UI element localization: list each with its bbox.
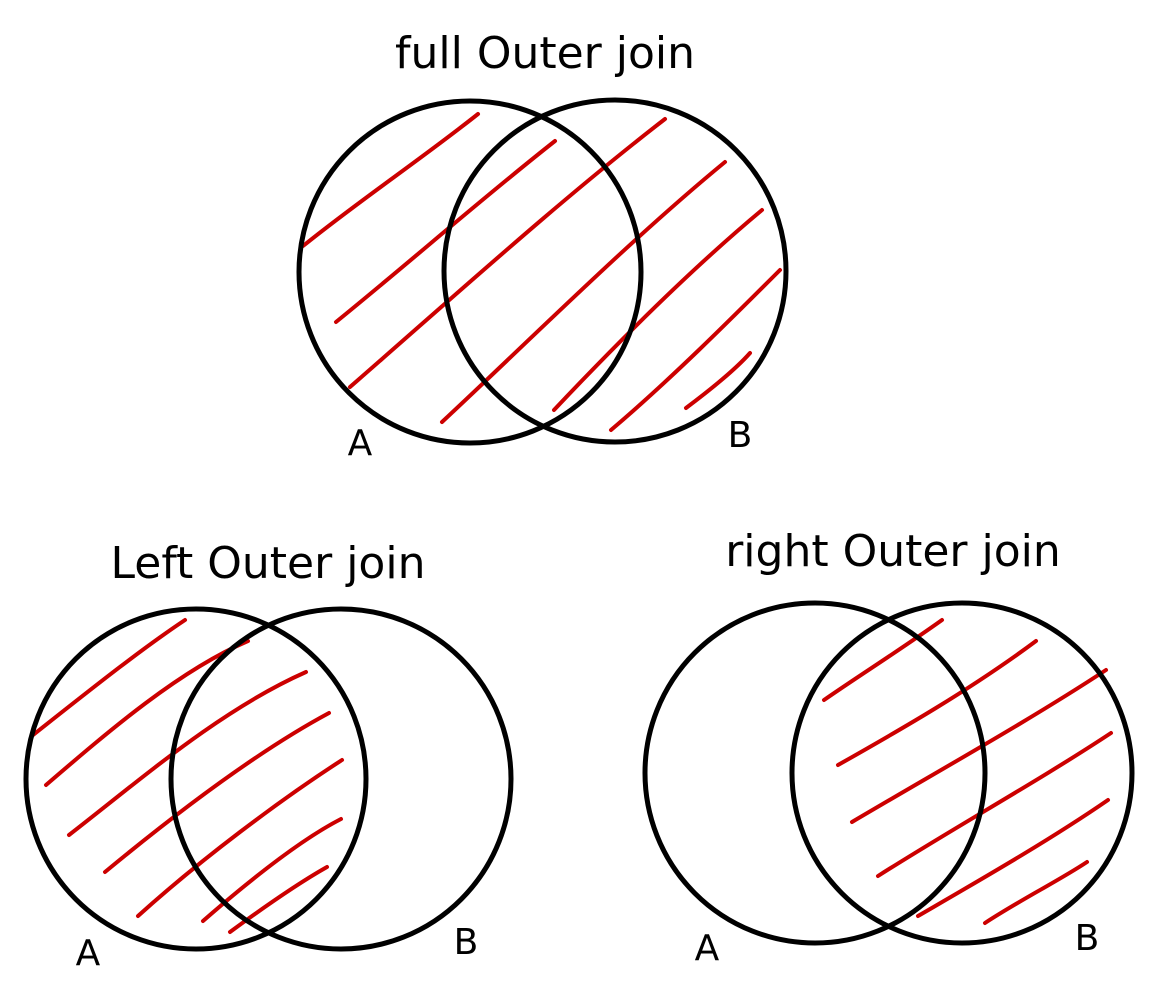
left-outer-join-diagram: Left Outer join A B [23,538,514,974]
left-hatch-stroke [103,711,331,874]
left-outer-join-title: Left Outer join [111,538,426,589]
left-outer-join-hatching [31,618,344,934]
right-hatch-stroke [836,639,1038,767]
left-hatch-stroke [31,618,187,737]
full-hatch-stroke [684,351,752,410]
left-hatch-stroke [67,670,308,837]
right-outer-join-hatching [822,618,1113,925]
left-hatch-stroke [44,639,250,787]
full-hatch-stroke [301,112,480,248]
circle-b [168,606,514,952]
full-outer-join-title: full Outer join [395,28,695,79]
right-hatch-stroke [983,860,1089,925]
right-hatch-stroke [850,668,1108,824]
left-hatch-stroke [201,817,343,923]
circle-a [23,606,369,952]
circle-a [296,98,644,446]
full-outer-join-diagram: full Outer join A B [296,28,789,464]
label-a: A [348,423,373,464]
full-hatch-stroke [552,208,764,412]
left-hatch-stroke [228,865,329,934]
full-hatch-stroke [609,268,782,432]
left-hatch-stroke [136,758,344,918]
full-hatch-stroke [334,139,557,324]
circle-b [441,97,789,445]
circle-a [642,600,988,946]
right-outer-join-title: right Outer join [725,526,1061,577]
label-b: B [728,415,753,456]
right-hatch-stroke [876,731,1113,878]
right-hatch-stroke [822,618,944,702]
full-hatch-stroke [440,160,727,424]
right-hatch-stroke [916,798,1110,918]
circle-b [789,600,1135,946]
label-b: B [1075,918,1100,959]
full-outer-join-hatching [301,112,782,432]
label-a: A [76,933,101,974]
label-a: A [695,928,720,969]
full-hatch-stroke [348,117,667,389]
label-b: B [454,922,479,963]
right-outer-join-diagram: right Outer join A B [642,526,1135,969]
